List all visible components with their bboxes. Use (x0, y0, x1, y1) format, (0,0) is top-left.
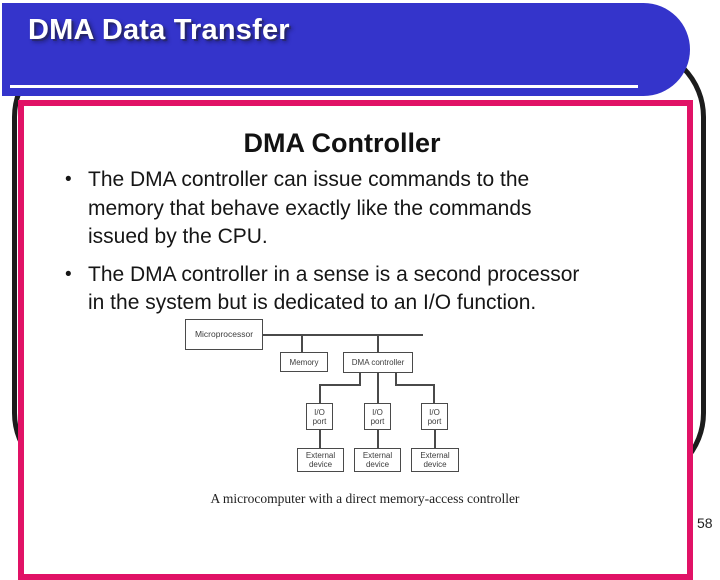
slide-title: DMA Data Transfer (28, 14, 290, 46)
io-port-box: I/O port (364, 403, 391, 430)
bullet-dot: • (65, 169, 72, 190)
diagram-caption: A microcomputer with a direct memory-acc… (210, 491, 520, 506)
dma-right-drop-line (395, 373, 397, 386)
bullet-text-line: The DMA controller can issue commands to… (88, 168, 530, 191)
dma-connector-line (377, 336, 379, 353)
dma-right-jog-line (395, 384, 435, 386)
bullet-text-line: in the system but is dedicated to an I/O… (88, 291, 537, 314)
external-device-box: External device (297, 448, 344, 472)
memory-box: Memory (280, 352, 328, 372)
bullet-item: • The DMA controller in a sense is a sec… (62, 261, 642, 318)
ext1-connector-line (319, 430, 321, 448)
io-port-box: I/O port (421, 403, 448, 430)
bullet-list: • The DMA controller can issue commands … (62, 166, 642, 327)
dma-left-jog-line (319, 384, 361, 386)
dma-left-drop-line (359, 373, 361, 386)
header-bar (2, 3, 690, 96)
io3-feed-line (433, 384, 435, 404)
ext2-connector-line (377, 430, 379, 448)
bullet-text-line: issued by the CPU. (88, 225, 268, 248)
header-underline (10, 85, 638, 88)
external-device-box: External device (354, 448, 401, 472)
io2-feed-line (377, 373, 379, 404)
bullet-text-line: memory that behave exactly like the comm… (88, 196, 532, 220)
bullet-item: • The DMA controller can issue commands … (62, 166, 642, 252)
ext3-connector-line (434, 430, 436, 448)
bus-line (262, 334, 423, 336)
content-panel (18, 100, 693, 580)
content-heading: DMA Controller (243, 128, 441, 158)
io-port-box: I/O port (306, 403, 333, 430)
bullet-dot: • (65, 263, 72, 285)
page-number: 58 (697, 515, 713, 531)
io1-feed-line (319, 384, 321, 404)
memory-connector-line (301, 336, 303, 353)
microprocessor-box: Microprocessor (185, 319, 263, 350)
dma-controller-box: DMA controller (343, 352, 413, 373)
bullet-text-line: The DMA controller in a sense is a secon… (88, 262, 580, 286)
external-device-box: External device (411, 448, 459, 472)
